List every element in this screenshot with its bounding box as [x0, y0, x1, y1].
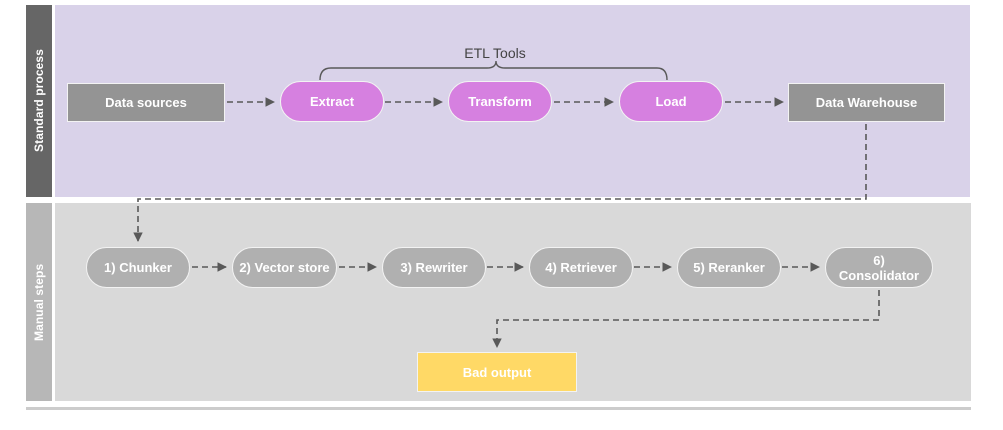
- node-load[interactable]: Load: [619, 81, 723, 122]
- etl-tools-label: ETL Tools: [464, 45, 526, 61]
- node-data-sources[interactable]: Data sources: [67, 83, 225, 122]
- node-transform[interactable]: Transform: [448, 81, 552, 122]
- node-vector-store[interactable]: 2) Vector store: [232, 247, 337, 288]
- node-extract[interactable]: Extract: [280, 81, 384, 122]
- node-rewriter[interactable]: 3) Rewriter: [382, 247, 486, 288]
- node-chunker[interactable]: 1) Chunker: [86, 247, 190, 288]
- node-consolidator[interactable]: 6) Consolidator: [825, 247, 933, 288]
- swimlane-header-manual-steps: Manual steps: [26, 203, 52, 401]
- bottom-divider-rule: [26, 407, 971, 410]
- swimlane-header-standard-process: Standard process: [26, 5, 52, 197]
- node-bad-output[interactable]: Bad output: [417, 352, 577, 392]
- node-retriever[interactable]: 4) Retriever: [529, 247, 633, 288]
- node-data-warehouse[interactable]: Data Warehouse: [788, 83, 945, 122]
- node-reranker[interactable]: 5) Reranker: [677, 247, 781, 288]
